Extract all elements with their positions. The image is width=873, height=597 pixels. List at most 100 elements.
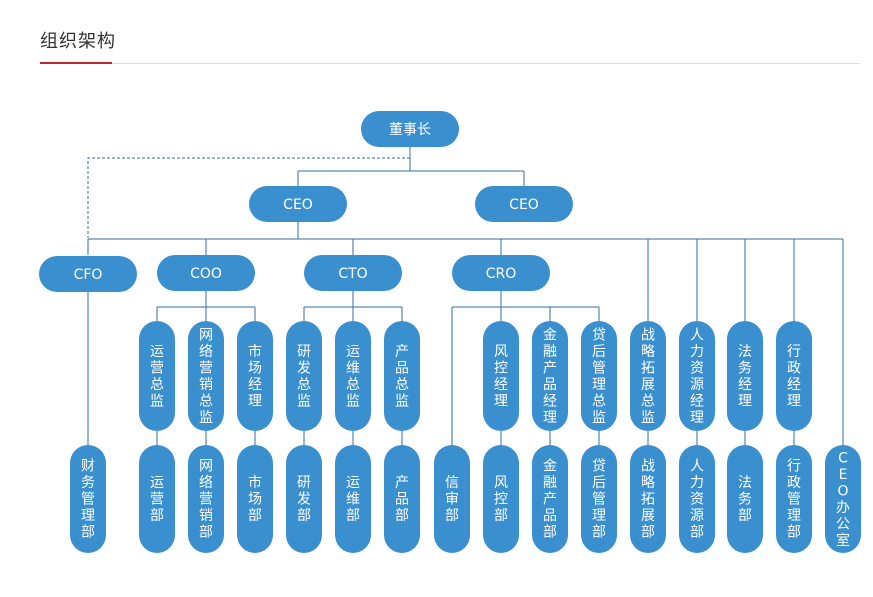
node-shape — [39, 256, 137, 292]
node-label: 战略拓展总监 — [641, 327, 655, 426]
org-node-product-dept: 产品部 — [384, 445, 420, 553]
title-accent-bar — [40, 62, 112, 64]
dashed-connector — [87, 157, 410, 238]
node-shape — [361, 111, 459, 147]
node-label: CRO — [486, 266, 517, 282]
node-label: 市场部 — [248, 474, 262, 524]
node-label: CTO — [338, 266, 367, 282]
node-shape — [532, 445, 568, 553]
node-label: 风控经理 — [494, 344, 508, 410]
org-node-admin-dept: 行政管理部 — [776, 445, 812, 553]
node-label: 法务经理 — [738, 344, 752, 410]
org-node-ceo1: CEO — [249, 186, 347, 222]
node-shape — [335, 445, 371, 553]
org-node-strategy-dept: 战略拓展部 — [630, 445, 666, 553]
node-label: 董事长 — [389, 122, 431, 138]
node-shape — [384, 321, 420, 431]
org-node-devops-dept: 运维部 — [335, 445, 371, 553]
org-node-hr-manager: 人力资源经理 — [679, 321, 715, 431]
node-label: 战略拓展部 — [641, 459, 655, 541]
node-shape — [630, 445, 666, 553]
org-node-market-dept: 市场部 — [237, 445, 273, 553]
node-shape — [581, 321, 617, 431]
org-node-cfo: CFO — [39, 256, 137, 292]
node-shape — [776, 321, 812, 431]
node-label: 运营部 — [150, 475, 164, 524]
node-label: 运维部 — [346, 475, 360, 524]
org-node-finance-dept: 财务管理部 — [70, 445, 106, 553]
org-node-strategy-director: 战略拓展总监 — [630, 321, 666, 431]
org-node-ceo2: CEO — [475, 186, 573, 222]
org-node-postloan-director: 贷后管理总监 — [581, 321, 617, 431]
node-label: CEO — [509, 197, 539, 213]
node-label: 信审部 — [445, 475, 459, 524]
node-shape — [776, 445, 812, 553]
node-shape — [249, 186, 347, 222]
node-shape — [335, 321, 371, 431]
node-shape — [679, 321, 715, 431]
node-label: 贷后管理总监 — [592, 327, 606, 426]
node-label: 法务部 — [738, 475, 752, 524]
node-shape — [727, 445, 763, 553]
org-node-finprod-dept: 金融产品部 — [532, 445, 568, 553]
org-node-netmkt-director: 网络营销总监 — [188, 321, 224, 431]
org-node-cro: CRO — [452, 255, 550, 291]
org-node-cto: CTO — [304, 255, 402, 291]
org-node-devops-director: 运维总监 — [335, 321, 371, 431]
node-label: 行政经理 — [787, 344, 801, 410]
node-shape — [452, 255, 550, 291]
node-label: 金融产品部 — [543, 459, 557, 541]
org-node-finprod-manager: 金融产品经理 — [532, 321, 568, 431]
node-shape — [679, 445, 715, 553]
org-node-product-director: 产品总监 — [384, 321, 420, 431]
node-shape — [286, 445, 322, 553]
node-shape — [188, 321, 224, 431]
org-connectors — [87, 147, 844, 445]
org-node-risk-dept: 风控部 — [483, 445, 519, 553]
node-shape — [157, 255, 255, 291]
node-shape — [825, 445, 861, 553]
node-label: 研发部 — [297, 475, 311, 524]
node-label: 风控部 — [494, 475, 508, 524]
node-shape — [139, 321, 175, 431]
node-label: CFO — [74, 267, 103, 283]
node-label: 市场经理 — [248, 343, 262, 410]
node-label: 财务管理部 — [81, 459, 95, 541]
node-label: 人力资源部 — [690, 459, 704, 541]
node-label: 网络营销部 — [199, 459, 213, 541]
node-label: 网络营销总监 — [199, 327, 213, 426]
node-shape — [532, 321, 568, 431]
node-shape — [70, 445, 106, 553]
node-shape — [237, 321, 273, 431]
org-node-board: 董事长 — [361, 111, 459, 147]
org-node-legal-dept: 法务部 — [727, 445, 763, 553]
org-node-postloan-dept: 贷后管理部 — [581, 445, 617, 553]
page-title: 组织架构 — [40, 31, 116, 51]
node-shape — [237, 445, 273, 553]
node-label: 金融产品经理 — [543, 327, 557, 426]
node-shape — [581, 445, 617, 553]
node-shape — [727, 321, 763, 431]
node-shape — [139, 445, 175, 553]
org-node-coo: COO — [157, 255, 255, 291]
org-node-rd-dept: 研发部 — [286, 445, 322, 553]
node-label: 贷后管理部 — [592, 459, 606, 541]
node-label: 产品部 — [395, 475, 409, 524]
node-shape — [434, 445, 470, 553]
node-label: COO — [190, 266, 222, 282]
org-node-hr-dept: 人力资源部 — [679, 445, 715, 553]
org-node-admin-manager: 行政经理 — [776, 321, 812, 431]
node-label: 人力资源经理 — [690, 327, 704, 426]
node-shape — [384, 445, 420, 553]
org-node-rd-director: 研发总监 — [286, 321, 322, 431]
org-node-ops-director: 运营总监 — [139, 321, 175, 431]
org-node-legal-manager: 法务经理 — [727, 321, 763, 431]
node-shape — [630, 321, 666, 431]
node-shape — [188, 445, 224, 553]
org-node-credit-dept: 信审部 — [434, 445, 470, 553]
node-label: 运营总监 — [150, 344, 164, 410]
